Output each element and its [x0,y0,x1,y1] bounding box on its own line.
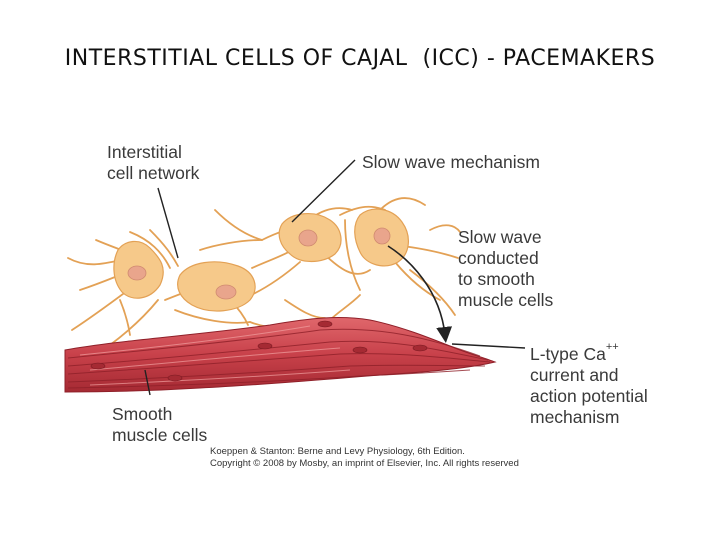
leader-lines [144,159,526,396]
icc-cell-4 [354,208,409,267]
credit-line-1: Koeppen & Stanton: Berne and Levy Physio… [210,446,465,457]
label-smooth-muscle: Smooth muscle cells [112,404,208,445]
label-ltype-superscript: ++ [605,341,619,353]
slow-wave-conduction-arrow [387,245,453,343]
slide-title: INTERSTITIAL CELLS OF CAJAL (ICC) - PACE… [64,46,656,71]
label-ltype-rest: current and action potential mechanism [530,364,648,427]
leader-smooth-muscle [144,369,151,396]
label-ltype-prefix: L-type Ca [530,343,606,364]
icc-cell-2 [177,261,256,312]
icc-cell-3 [278,213,342,263]
leader-slow-wave-mechanism [291,159,356,223]
leader-ltype [451,343,526,349]
smooth-muscle-band [64,317,497,393]
credit-line-2: Copyright © 2008 by Mosby, an imprint of… [210,458,519,469]
label-slow-wave-mechanism: Slow wave mechanism [362,152,540,172]
label-ltype-calcium: L-type Ca++ current and action potential … [530,340,648,428]
icc-cell-1 [113,240,164,299]
copyright-credit: Koeppen & Stanton: Berne and Levy Physio… [210,446,519,470]
label-icc-network: Interstitial cell network [107,142,200,183]
label-slow-wave-conducted: Slow wave conducted to smooth muscle cel… [458,227,554,310]
leader-icc-network [157,187,179,259]
